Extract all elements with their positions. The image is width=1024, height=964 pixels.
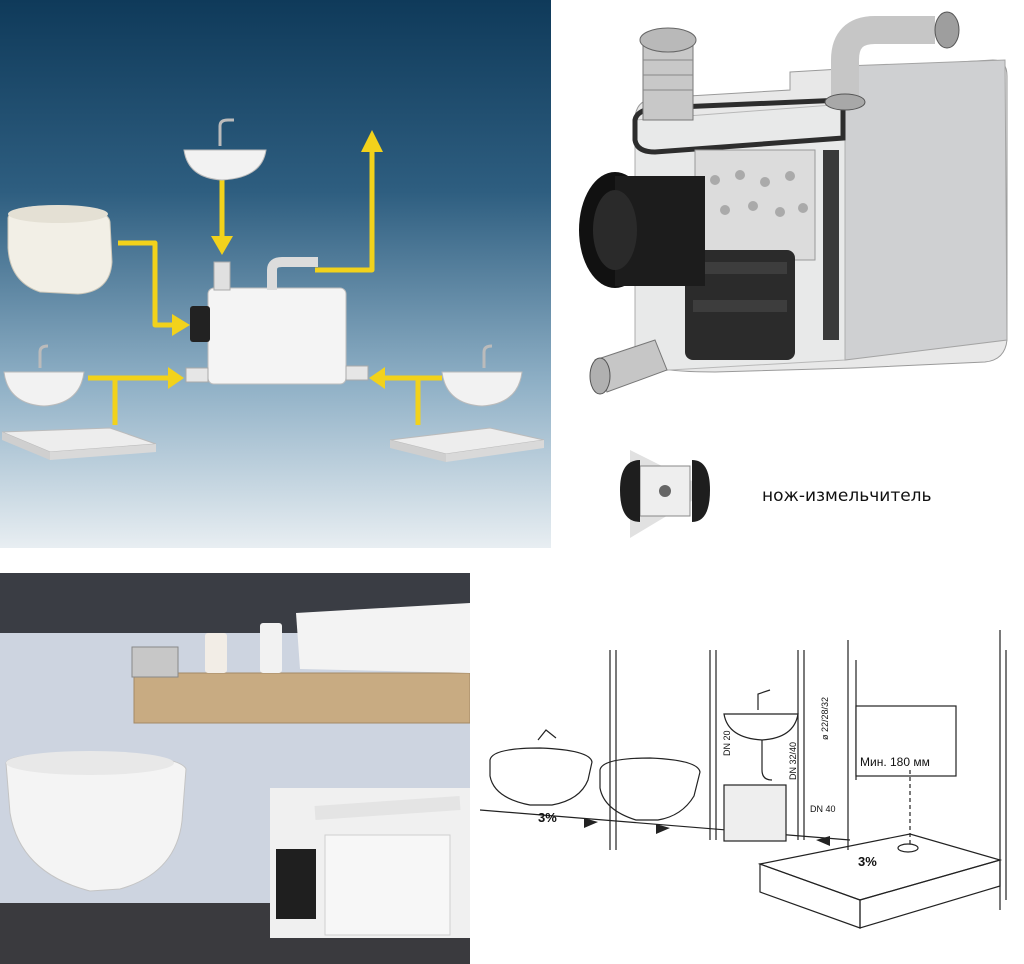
bathroom-photo xyxy=(0,573,470,964)
countertop xyxy=(133,672,470,724)
sink-drawing xyxy=(723,689,799,781)
right-shower-tray-icon xyxy=(389,427,545,462)
basin xyxy=(296,603,470,673)
toilet-flow-arrow xyxy=(118,240,178,328)
pump-box xyxy=(723,784,787,842)
motor-block xyxy=(685,250,795,360)
inlet-pipe xyxy=(276,849,316,919)
left-shower-tray-icon xyxy=(1,427,157,460)
toilet-inlet-connector xyxy=(579,172,705,288)
right-inlet-arrow xyxy=(383,375,421,425)
outlet-flow-arrow xyxy=(315,148,375,273)
bottle xyxy=(205,633,227,673)
top-sink-icon xyxy=(183,118,267,181)
pump-unit xyxy=(185,257,369,385)
connection-scheme xyxy=(1,118,545,462)
flush-plate xyxy=(131,646,179,678)
blade-image xyxy=(620,450,710,538)
blade-label: нож-измельчитель xyxy=(762,486,932,506)
top-inlet-hose xyxy=(639,27,697,121)
slope-arrows xyxy=(584,818,830,846)
pipe-label-diameter: ø 22/28/32 xyxy=(820,697,830,740)
slope-label-left: 3% xyxy=(538,810,557,825)
blade-panel: нож-измельчитель xyxy=(600,430,1024,550)
bottom-inlet-hose xyxy=(589,339,668,395)
connection-scheme-panel xyxy=(0,0,551,548)
arrow-heads xyxy=(168,130,385,389)
pump-unit xyxy=(324,834,451,936)
toilet-drawing xyxy=(599,757,701,821)
pipe-label-dn20: DN 20 xyxy=(722,730,732,756)
bidet-drawing xyxy=(489,729,593,806)
right-sink-icon xyxy=(441,344,523,407)
installation-drawing: 3% 3% Мин. 180 мм DN 20 DN 32/40 ø 22/28… xyxy=(480,630,1007,929)
discharge-pipe xyxy=(823,150,839,340)
bathroom-photo-panel xyxy=(0,573,470,964)
pipe-label-dn3240: DN 32/40 xyxy=(788,742,798,780)
flow-arrows xyxy=(88,148,442,425)
bottle xyxy=(260,623,282,673)
shower-drawing xyxy=(757,660,1003,929)
min-height-label: Мин. 180 мм xyxy=(860,755,930,769)
installation-drawing-panel: 3% 3% Мин. 180 мм DN 20 DN 32/40 ø 22/28… xyxy=(480,610,1024,964)
left-inlet-arrow xyxy=(112,375,170,425)
left-sink-icon xyxy=(3,344,85,407)
slope-label-right: 3% xyxy=(858,854,877,869)
toilet-icon xyxy=(7,205,113,295)
outlet-elbow xyxy=(824,11,960,111)
pump-cutaway xyxy=(579,11,1008,395)
pipe-label-dn40: DN 40 xyxy=(810,804,836,814)
pump-cutaway-panel xyxy=(575,0,1024,415)
inner-filter-basket xyxy=(694,149,816,261)
wall-hung-toilet xyxy=(5,751,187,892)
